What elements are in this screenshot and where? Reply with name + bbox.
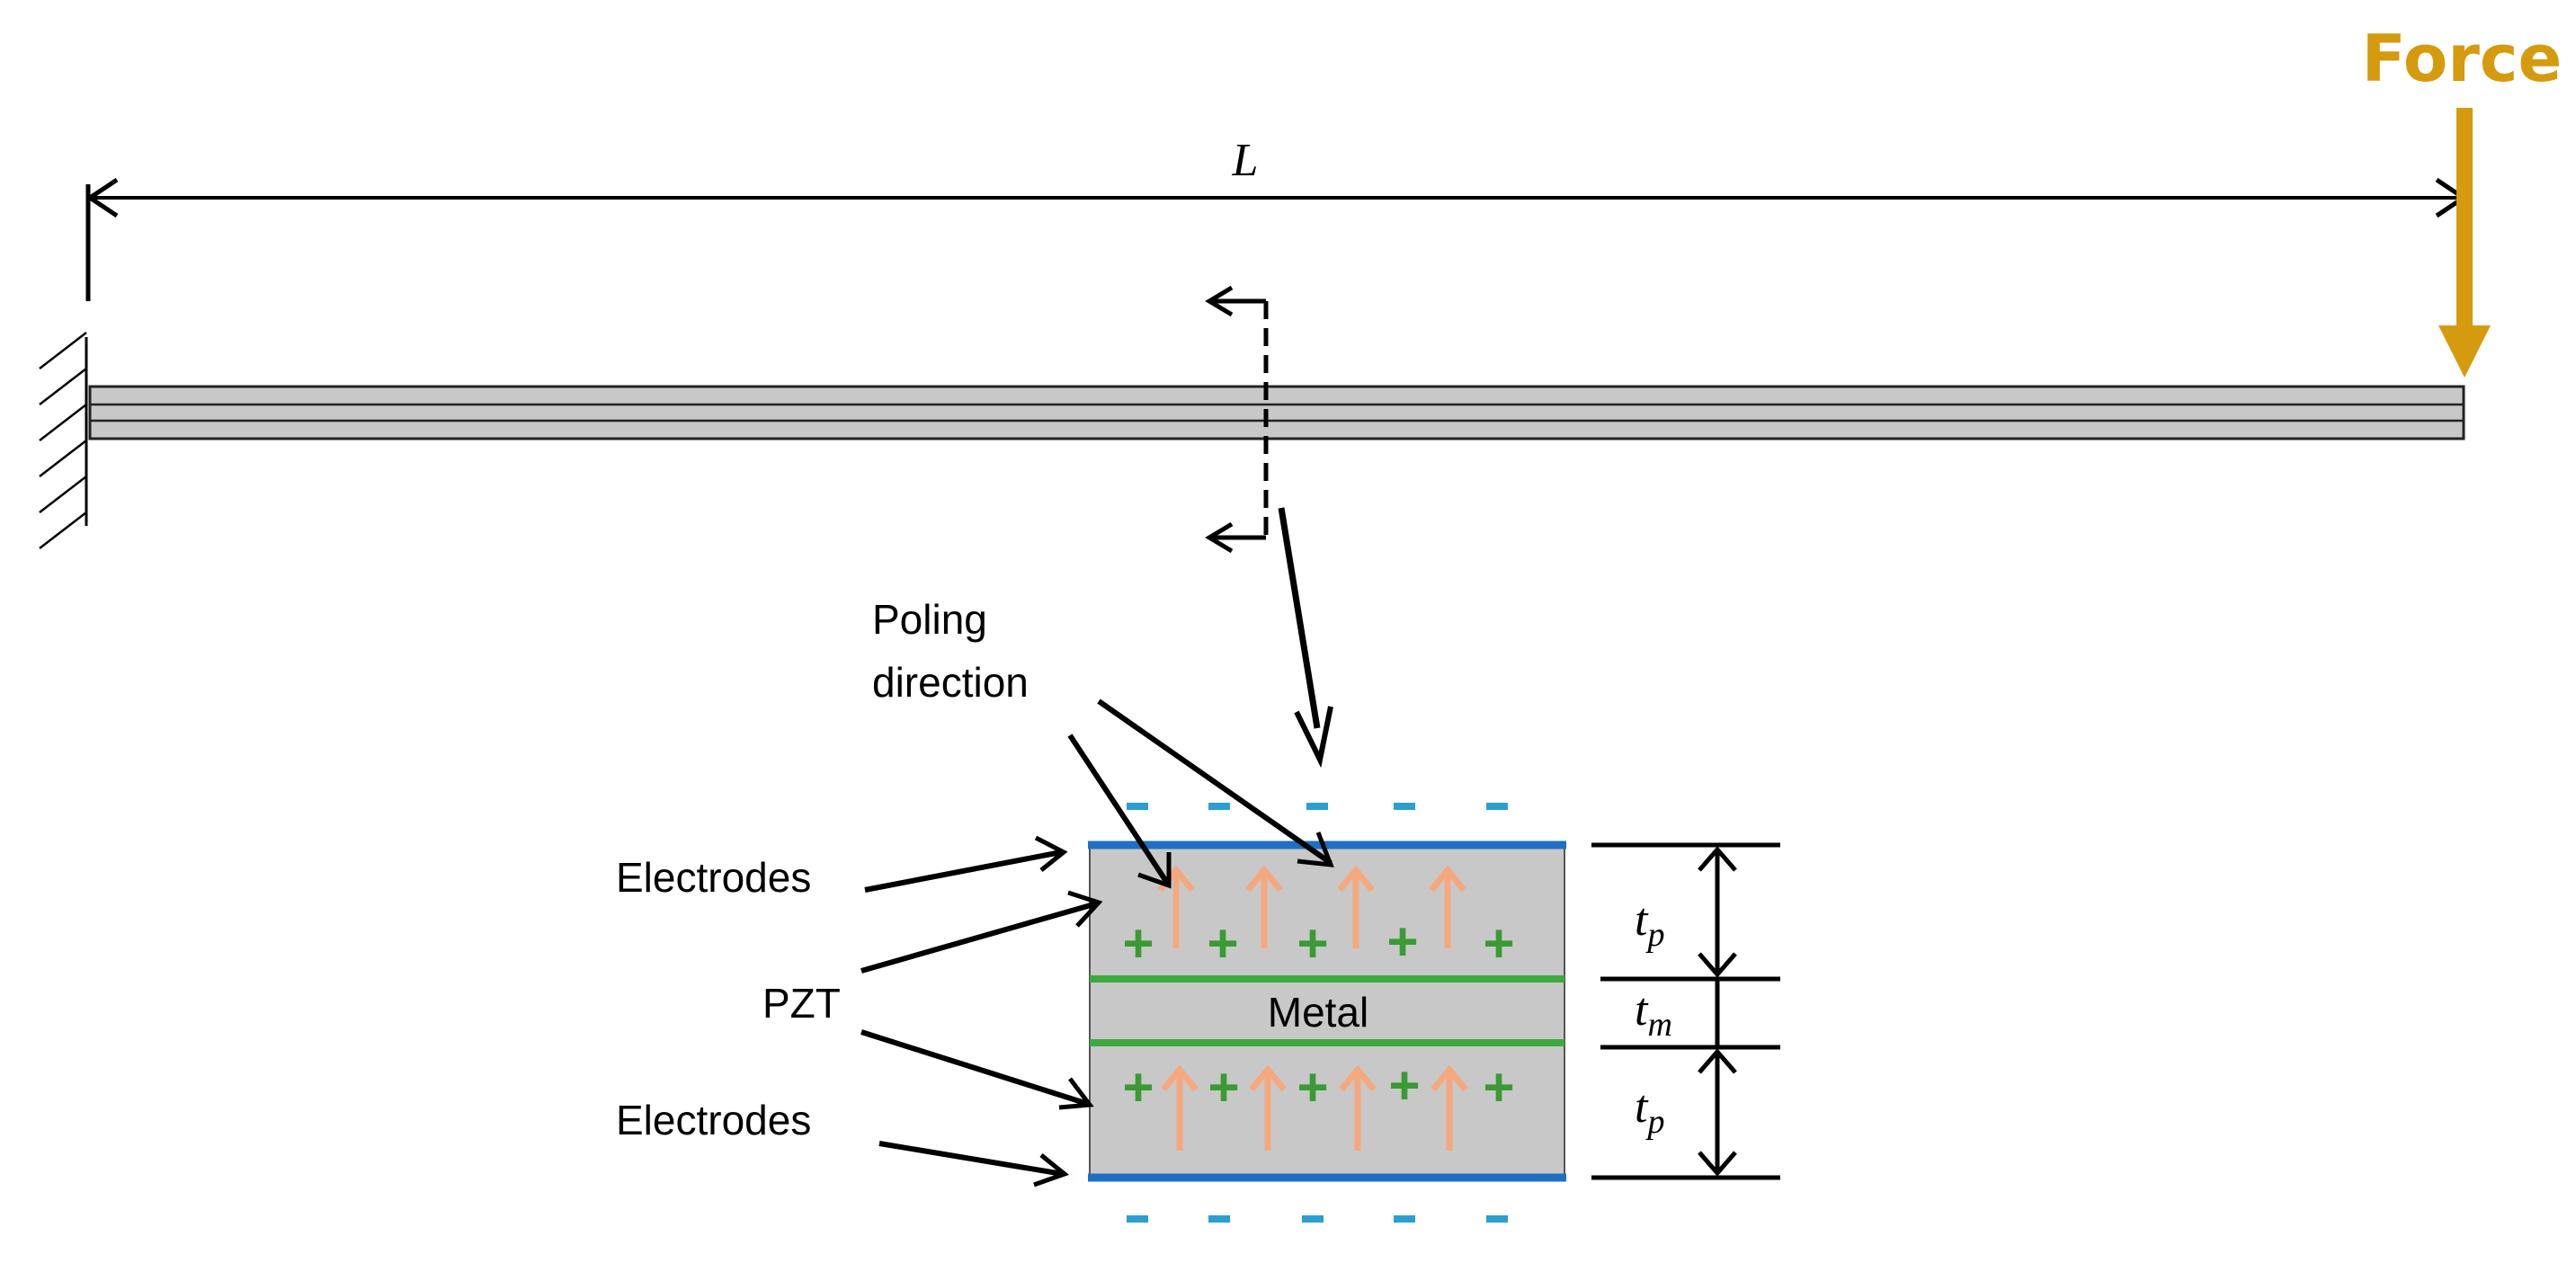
svg-text:+: + (1483, 913, 1514, 974)
bottom-minus-charges (1127, 1215, 1508, 1223)
section-cut-indicator (1205, 285, 1333, 769)
callouts: Poling direction Electrodes PZT Electrod… (616, 596, 1334, 1187)
svg-text:+: + (1388, 1055, 1420, 1116)
electrodes-top-label: Electrodes (616, 854, 811, 901)
svg-text:+: + (1122, 913, 1154, 974)
top-poling-arrows (1157, 865, 1466, 948)
poling-label-line2: direction (872, 659, 1029, 706)
electrodes-bottom-label: Electrodes (616, 1097, 811, 1143)
force-arrow: Force (2362, 21, 2563, 378)
metal-label: Metal (1268, 989, 1368, 1036)
length-dimension: L (85, 135, 2468, 301)
svg-text:+: + (1297, 913, 1328, 974)
tp-bottom-label: tp (1635, 1081, 1664, 1141)
pzt-label: PZT (762, 980, 841, 1027)
svg-text:+: + (1207, 913, 1238, 974)
tm-label: tm (1635, 984, 1672, 1044)
force-label: Force (2362, 21, 2563, 96)
top-minus-charges (1127, 803, 1508, 810)
length-label: L (1232, 135, 1259, 186)
top-plus-charges: + + + + + (1122, 912, 1514, 974)
section-body (1090, 845, 1564, 1178)
svg-text:+: + (1483, 1057, 1514, 1117)
cross-section: Metal + + + + + + + + + + (1088, 803, 1566, 1223)
tp-top-label: tp (1635, 894, 1664, 954)
poling-label-line1: Poling (872, 596, 987, 643)
bottom-poling-arrows (1161, 1064, 1468, 1151)
svg-text:+: + (1122, 1057, 1154, 1117)
svg-text:+: + (1386, 912, 1418, 972)
cantilever-beam (88, 385, 2465, 440)
thickness-dimensions: tp tm tp (1591, 842, 1780, 1180)
svg-text:+: + (1208, 1057, 1239, 1117)
bottom-plus-charges: + + + + + (1122, 1055, 1514, 1117)
svg-text:+: + (1297, 1057, 1328, 1117)
fixed-support (39, 332, 88, 549)
